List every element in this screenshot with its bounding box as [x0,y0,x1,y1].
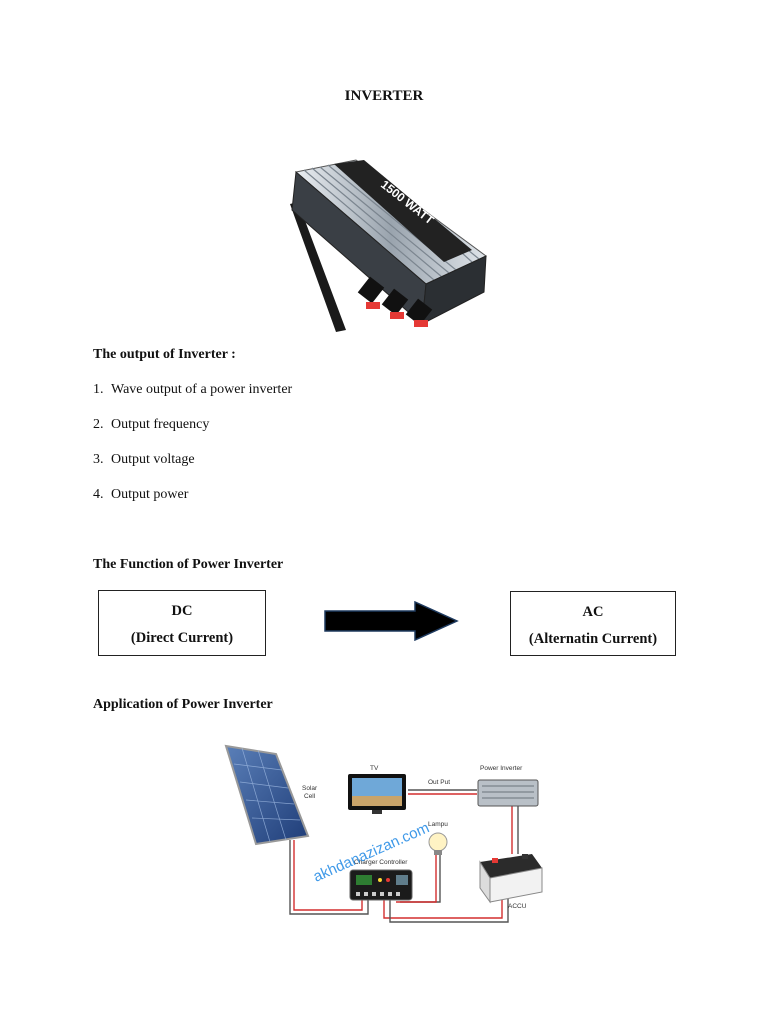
charger-controller-label: Charger Controller [354,859,408,866]
list-number: 4. [93,487,104,502]
function-heading: The Function of Power Inverter [93,557,284,572]
power-inverter-label: Power Inverter [480,765,523,772]
lamp-icon [428,832,448,855]
page-title: INVERTER [344,88,424,104]
power-inverter-icon [477,779,539,807]
output-heading: The output of Inverter : [93,347,236,362]
tv-icon [348,774,406,814]
tv-label: TV [370,765,379,772]
solar-panel-icon [224,744,310,846]
output-list-item: 2. Output frequency [93,417,209,433]
application-diagram: Solar Cell TV Out Put Power Inverter Lam… [224,744,543,923]
dc-label: DC [171,603,193,619]
out-put-label: Out Put [428,779,450,786]
battery-icon [479,854,543,904]
list-text: Output power [111,487,189,502]
output-list-item: 4. Output power [93,487,188,503]
arrow-right-icon [324,601,459,641]
dc-box: DC (Direct Current) [98,590,266,656]
list-number: 2. [93,417,104,432]
list-text: Output frequency [111,417,210,432]
dc-description: (Direct Current) [130,630,234,646]
charger-controller-icon [349,869,413,901]
output-list-item: 1. Wave output of a power inverter [93,382,292,398]
cell-label: Cell [304,793,316,800]
application-heading: Application of Power Inverter [93,697,273,712]
solar-label: Solar [302,785,318,792]
lampu-label: Lampu [428,821,448,828]
ac-description: (Alternatin Current) [528,631,658,647]
output-list-item: 3. Output voltage [93,452,195,468]
list-number: 1. [93,382,104,397]
ac-label: AC [582,604,604,620]
accu-label: ACCU [508,903,527,910]
list-text: Wave output of a power inverter [111,382,293,397]
list-text: Output voltage [111,452,195,467]
ac-box: AC (Alternatin Current) [510,591,676,656]
list-number: 3. [93,452,104,467]
inverter-image: 1500 WATT [290,159,487,332]
